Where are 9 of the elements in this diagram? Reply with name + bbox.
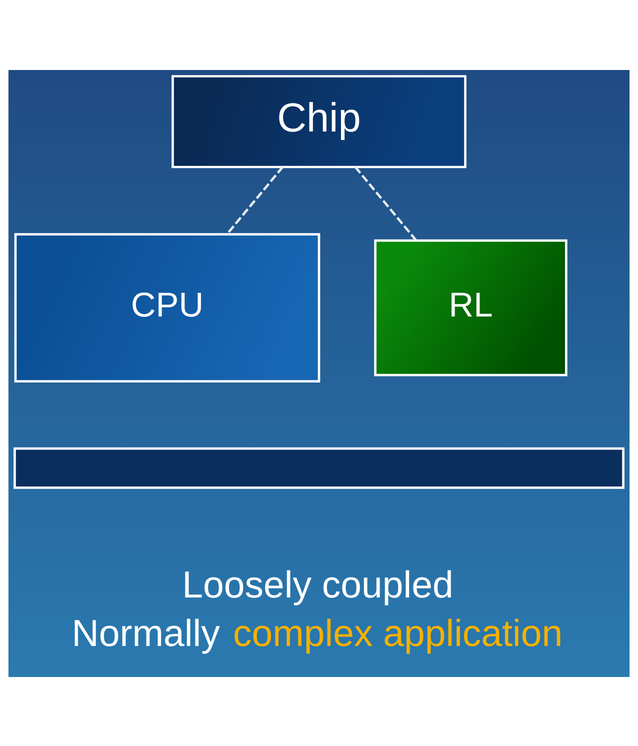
node-bar: [14, 446, 624, 488]
connector: [226, 166, 284, 234]
connector: [354, 166, 417, 240]
label: Normally: [72, 612, 220, 654]
node-box: RL: [374, 238, 568, 376]
label: complex application: [232, 612, 563, 654]
node-box: CPU: [14, 232, 320, 382]
label: Loosely coupled: [182, 563, 454, 606]
node-box: Chip: [172, 74, 466, 168]
